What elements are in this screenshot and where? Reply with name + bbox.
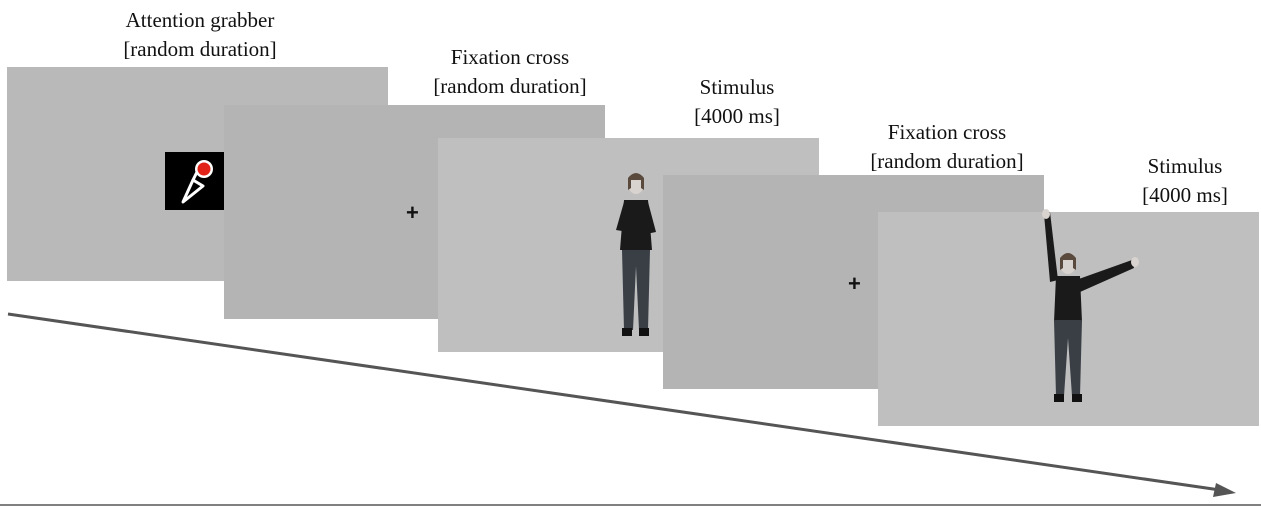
stage-title: Stimulus [699, 75, 775, 99]
stage-title: Attention grabber [125, 8, 275, 32]
stage-title: Stimulus [1147, 154, 1223, 178]
stage-title: Fixation cross [450, 45, 570, 69]
stimulus-screen-2 [878, 209, 1259, 426]
time-arrow-line [7, 312, 1221, 492]
stage-label-4: Fixation cross [random duration] [822, 118, 1072, 176]
stage-duration: [random duration] [123, 37, 277, 61]
stimulus-figure-standing [616, 173, 656, 336]
stimulus-figure-arms-raised [1042, 209, 1139, 402]
fixation-cross-icon: + [406, 200, 419, 225]
attention-grabber-icon [165, 152, 229, 210]
stage-duration: [4000 ms] [1142, 183, 1228, 207]
time-arrow-head [1213, 483, 1236, 497]
stage-label-1: Attention grabber [random duration] [70, 6, 330, 64]
stage-label-2: Fixation cross [random duration] [380, 43, 640, 101]
fixation-cross-icon: + [848, 271, 861, 296]
stage-duration: [random duration] [870, 149, 1024, 173]
stage-label-5: Stimulus [4000 ms] [1110, 152, 1260, 210]
stage-duration: [4000 ms] [694, 104, 780, 128]
stage-label-3: Stimulus [4000 ms] [647, 73, 827, 131]
stage-duration: [random duration] [433, 74, 587, 98]
stage-title: Fixation cross [887, 120, 1007, 144]
